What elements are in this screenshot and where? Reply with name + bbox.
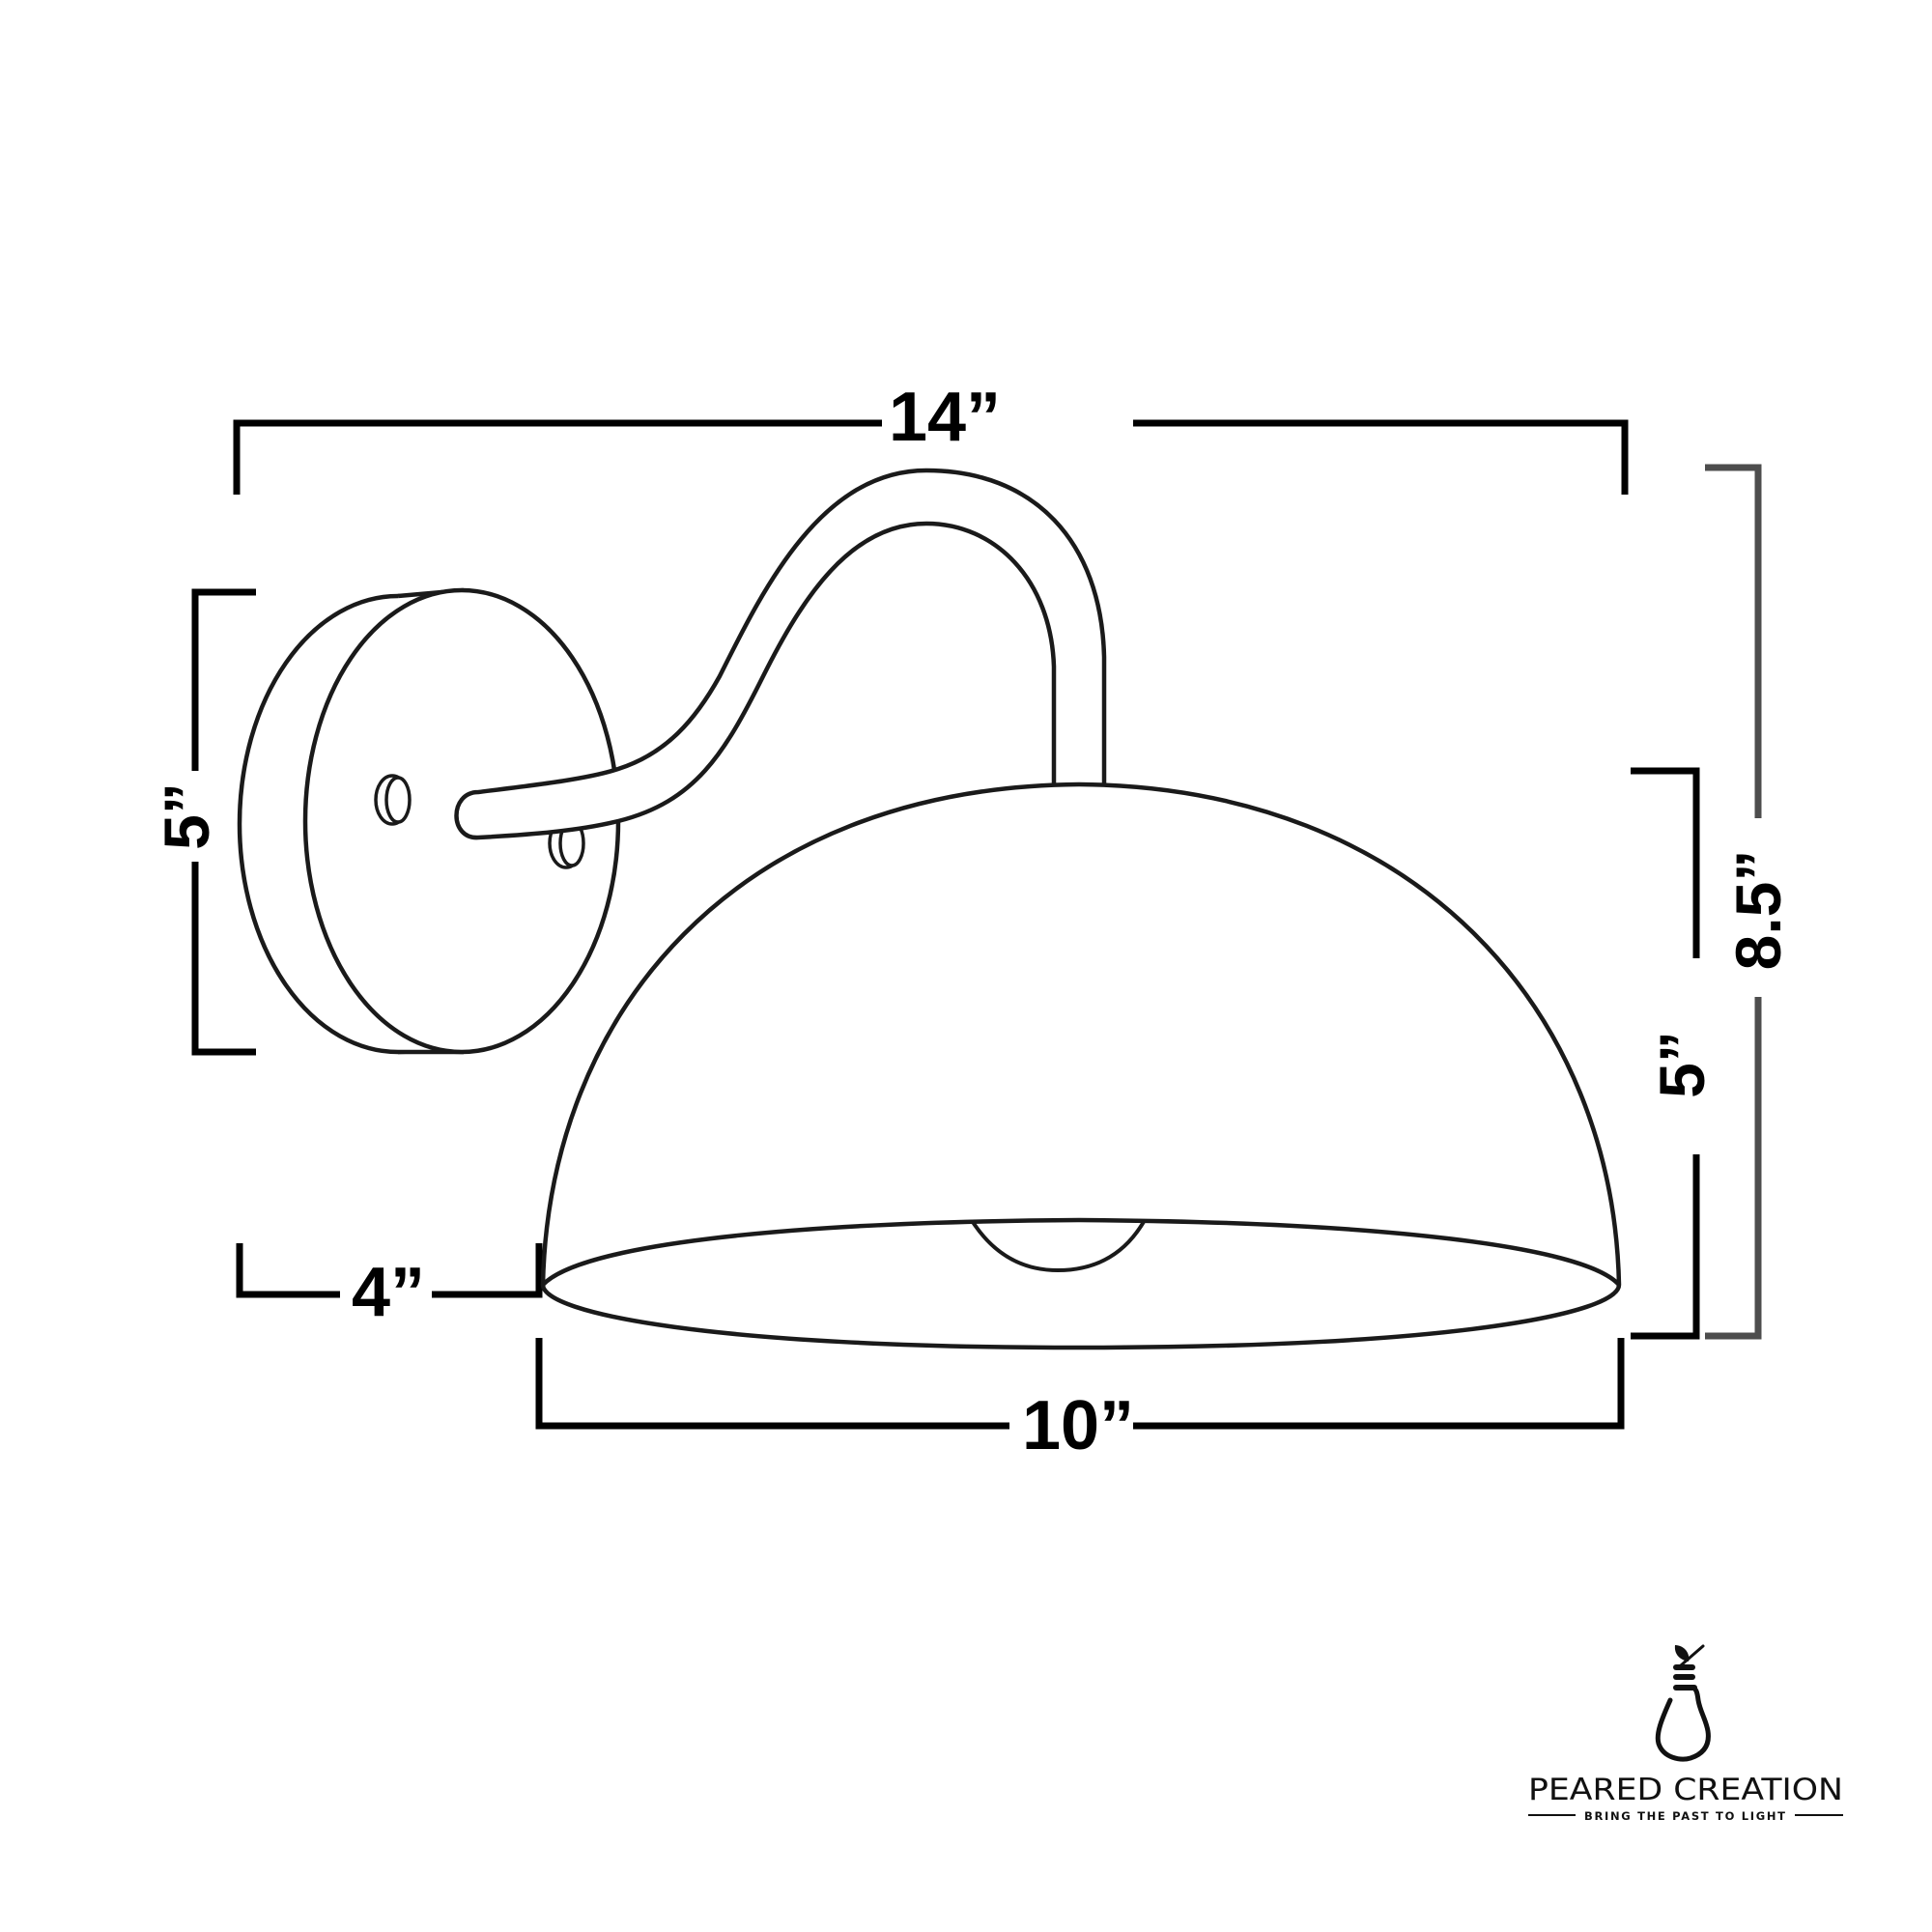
- overall-width-label: 14”: [889, 379, 1001, 456]
- bulb-icon: [971, 1219, 1147, 1273]
- offset-label: 4”: [352, 1254, 425, 1331]
- pear-lightbulb-icon: [1655, 1644, 1711, 1762]
- offset-bracket: [236, 1243, 543, 1298]
- overall-height-bracket: [1705, 464, 1762, 1340]
- shade-diameter-bracket: [535, 1338, 1625, 1430]
- gooseneck-arm: [454, 468, 1107, 840]
- brand-logo: PEARED CREATION BRING THE PAST TO LIGHT: [1528, 1644, 1843, 1823]
- shade-height-label: 5”: [1646, 1031, 1718, 1098]
- screw-icon: [374, 774, 412, 826]
- shade-height-bracket: [1631, 767, 1700, 1340]
- overall-width-bracket: [233, 419, 1629, 495]
- backplate-diameter-label: 5”: [151, 782, 222, 850]
- backplate-diameter-bracket: [191, 588, 256, 1056]
- shade-diameter-label: 10”: [1022, 1387, 1134, 1464]
- brand-tagline: BRING THE PAST TO LIGHT: [1584, 1809, 1785, 1823]
- brand-name: PEARED CREATION: [1528, 1773, 1843, 1807]
- overall-height-label: 8.5”: [1722, 850, 1794, 971]
- dome-shade: [540, 781, 1622, 1350]
